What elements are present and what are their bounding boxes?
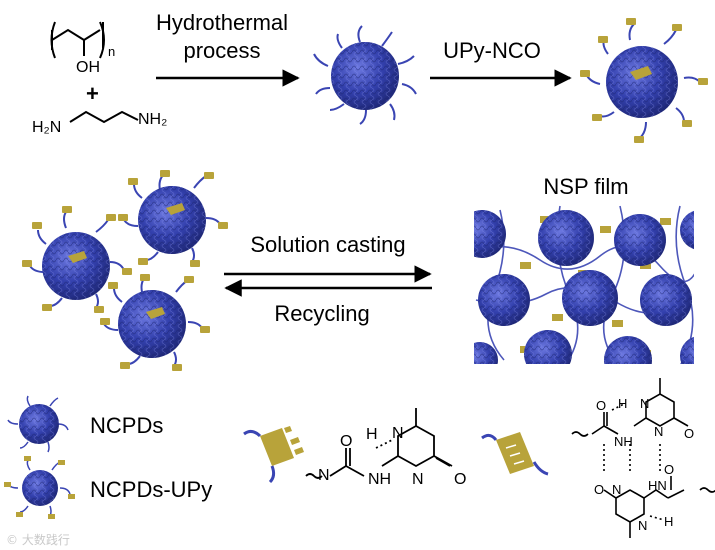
polymer-subscript: n	[108, 44, 115, 59]
dimer-hn-bottom: HN	[648, 478, 667, 493]
hydrothermal-label: Hydrothermal	[156, 10, 288, 35]
dimer-h-lower: H	[664, 514, 673, 529]
dimer-n-mid: N	[654, 424, 663, 439]
upy-unit-icon	[243, 426, 304, 484]
upy-h-label: H	[366, 426, 378, 443]
dimer-o-right: O	[684, 426, 694, 441]
plus-sign: +	[86, 81, 99, 106]
amine-right-label: NH₂	[138, 111, 167, 128]
amine-left-label: H₂N	[32, 119, 61, 136]
dimer-o-top: O	[596, 398, 606, 413]
upy-chemical-structure	[305, 408, 453, 479]
ethylenediamine-structure: H₂N NH₂	[32, 110, 167, 136]
hydroxyl-label: OH	[76, 59, 100, 76]
upy-ring-n-bottom: N	[412, 471, 424, 488]
upy-dimer-icon	[481, 432, 549, 476]
legend-ncpds-upy-icon	[4, 456, 75, 519]
upy-o-label: O	[340, 433, 352, 450]
upy-carbonyl-o: O	[454, 471, 466, 488]
process-label: process	[183, 38, 260, 63]
dimer-n-lower: N	[638, 518, 647, 533]
upy-nh-label: NH	[368, 471, 391, 488]
recycling-label: Recycling	[274, 301, 369, 326]
dimer-n-bottom: N	[612, 482, 621, 497]
upy-nco-label: UPy-NCO	[443, 38, 541, 63]
nsp-film-image	[474, 204, 694, 364]
upy-dimer-structure	[571, 378, 715, 538]
upy-ring-n-top: N	[392, 425, 404, 442]
watermark: © 大数践行	[6, 532, 70, 547]
polyvinyl-alcohol-structure: n OH	[50, 21, 115, 76]
legend-ncpds-icon	[7, 395, 69, 453]
upy-n-label: N	[318, 467, 330, 484]
ncpd-upy-dot-product	[580, 18, 708, 143]
nsp-film-title: NSP film	[543, 174, 628, 199]
dimer-nh-top: NH	[614, 434, 633, 449]
legend-ncpds-label: NCPDs	[90, 413, 163, 438]
dimer-n-top: N	[640, 396, 649, 411]
dimer-o-bottom: O	[594, 482, 604, 497]
dimer-h-top: H	[618, 396, 627, 411]
ncpd-dot-product	[313, 25, 417, 125]
solution-casting-label: Solution casting	[250, 232, 405, 257]
dimer-o-lower: O	[664, 462, 674, 477]
legend-ncpds-upy-label: NCPDs-UPy	[90, 477, 212, 502]
ncpd-upy-cluster	[22, 170, 228, 371]
